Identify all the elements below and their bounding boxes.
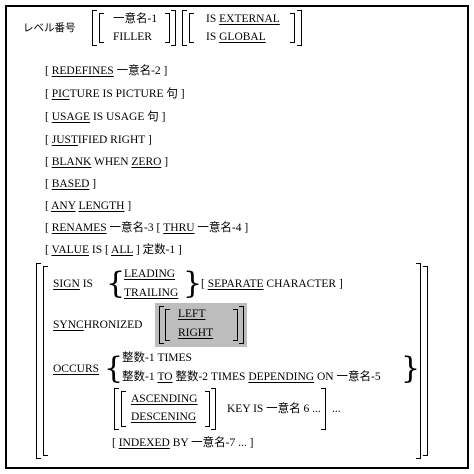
synchronized-rest: HRONIZED (83, 319, 143, 331)
all-keyword: ALL (111, 244, 133, 256)
bracket-close (297, 10, 302, 46)
bracket-close (239, 306, 244, 344)
left-right-highlight (155, 303, 247, 347)
picture-clause: [ PICTURE IS PICTURE 句 ] (45, 88, 185, 100)
bracket-close (211, 388, 216, 430)
usage-keyword: USAGE (51, 111, 91, 123)
sign-keyword: SIGN (53, 278, 80, 290)
level-number-label: レベル番号 (23, 22, 76, 34)
key-is-text: KEY IS 一意名 6 ... (227, 403, 321, 415)
left-brace-icon: { (106, 266, 126, 301)
indexed-rest: BY 一意名-7 ... (172, 437, 247, 449)
bracket-open (165, 309, 170, 341)
thru-argument: 一意名-4 (197, 222, 242, 234)
blank-when-zero-clause: [ BLANK WHEN ZERO ] (45, 156, 169, 168)
left-keyword: LEFT (178, 308, 206, 320)
right-brace-icon: } (183, 266, 203, 301)
to-keyword: TO (157, 371, 173, 383)
is-text: IS (206, 31, 217, 43)
blank-keyword: BLANK (51, 156, 92, 168)
integer-1: 整数-1 (122, 371, 155, 383)
external-keyword: EXTERNAL (219, 13, 280, 25)
left-brace-icon: { (104, 351, 124, 386)
just-keyword: JUST (51, 134, 78, 146)
when-text: WHEN (94, 156, 129, 168)
is-external-line: IS EXTERNAL (206, 12, 280, 26)
synchronized-label: SYNCHRONIZED (53, 318, 142, 332)
bracket-open (92, 10, 97, 46)
separate-clause: [ SEPARATE CHARACTER ] (201, 278, 343, 290)
indexed-keyword: INDEXED (118, 437, 170, 449)
bracket-close (205, 391, 210, 427)
right-keyword: RIGHT (178, 327, 214, 339)
depending-keyword: DEPENDING (248, 371, 315, 383)
renames-argument: 一意名-3 (109, 222, 154, 234)
redefines-argument: 一意名-2 (116, 65, 161, 77)
redefines-keyword: REDEFINES (51, 65, 114, 77)
indexed-clause: [ INDEXED BY 一意名-7 ... ] (112, 437, 254, 449)
leading-keyword: LEADING (124, 268, 176, 280)
bracket-open (159, 306, 164, 344)
justified-rest: IFIED RIGHT (77, 134, 146, 146)
sign-label: SIGN IS (53, 277, 93, 291)
group-bracket-open (43, 266, 48, 456)
bracket-open (114, 388, 119, 430)
usage-clause: [ USAGE IS USAGE 句 ] (45, 111, 166, 123)
renames-keyword: RENAMES (51, 222, 107, 234)
bracket-open (121, 391, 126, 427)
value-clause: [ VALUE IS [ ALL ] 定数-1 ] (45, 244, 182, 256)
is-global-line: IS GLOBAL (206, 30, 266, 44)
integer-2-times: 整数-2 TIMES (175, 371, 246, 383)
sync-keyword: SYNC (53, 319, 84, 331)
group-bracket-close (423, 266, 428, 456)
renames-clause: [ RENAMES 一意名-3 [ THRU 一意名-4 ] (45, 222, 249, 234)
right-brace-icon: } (401, 351, 421, 386)
based-clause: [ BASED ] (45, 178, 97, 190)
bracket-open (189, 13, 194, 43)
usage-rest: IS USAGE 句 (92, 111, 159, 123)
descending-keyword: DESCENING (131, 411, 197, 423)
occurs-keyword: OCCURS (53, 363, 100, 375)
occurs-times-line: 整数-1 TIMES (122, 352, 192, 364)
bracket-close (233, 309, 238, 341)
any-length-clause: [ ANY LENGTH ] (45, 200, 132, 212)
occurs-depending-line: 整数-1 TO 整数-2 TIMES DEPENDING ON 一意名-5 (122, 370, 381, 384)
separate-keyword: SEPARATE (207, 278, 264, 290)
picture-rest: TURE IS PICTURE 句 (69, 88, 178, 100)
bracket-close (290, 13, 295, 43)
global-keyword: GLOBAL (219, 31, 266, 43)
sign-is: IS (82, 278, 93, 290)
is-text: IS (206, 13, 217, 25)
bracket-close (165, 13, 170, 43)
value-is: IS (91, 244, 103, 256)
character-text: CHARACTER (266, 278, 337, 290)
bracket-close (321, 388, 326, 430)
thru-keyword: THRU (163, 222, 195, 234)
ellipsis: ... (332, 403, 341, 415)
ascending-keyword: ASCENDING (131, 393, 198, 405)
group-bracket-close (416, 263, 421, 459)
bracket-open (99, 13, 104, 43)
value-keyword: VALUE (51, 244, 89, 256)
justified-clause: [ JUSTIFIED RIGHT ] (45, 134, 152, 146)
data-name-1: 一意名-1 (113, 13, 158, 25)
trailing-keyword: TRAILING (124, 287, 179, 299)
length-keyword: LENGTH (78, 200, 125, 212)
group-bracket-open (36, 263, 41, 459)
value-argument: 定数-1 (142, 244, 176, 256)
bracket-open (182, 10, 187, 46)
any-keyword: ANY (51, 200, 76, 212)
bracket-close (171, 10, 176, 46)
zero-keyword: ZERO (131, 156, 162, 168)
pic-keyword: PIC (51, 88, 70, 100)
on-data-name-5: ON 一意名-5 (317, 371, 381, 383)
redefines-clause: [ REDEFINES 一意名-2 ] (45, 65, 168, 77)
based-keyword: BASED (51, 178, 90, 190)
diagram-frame (5, 5, 469, 469)
filler-keyword: FILLER (113, 31, 152, 43)
